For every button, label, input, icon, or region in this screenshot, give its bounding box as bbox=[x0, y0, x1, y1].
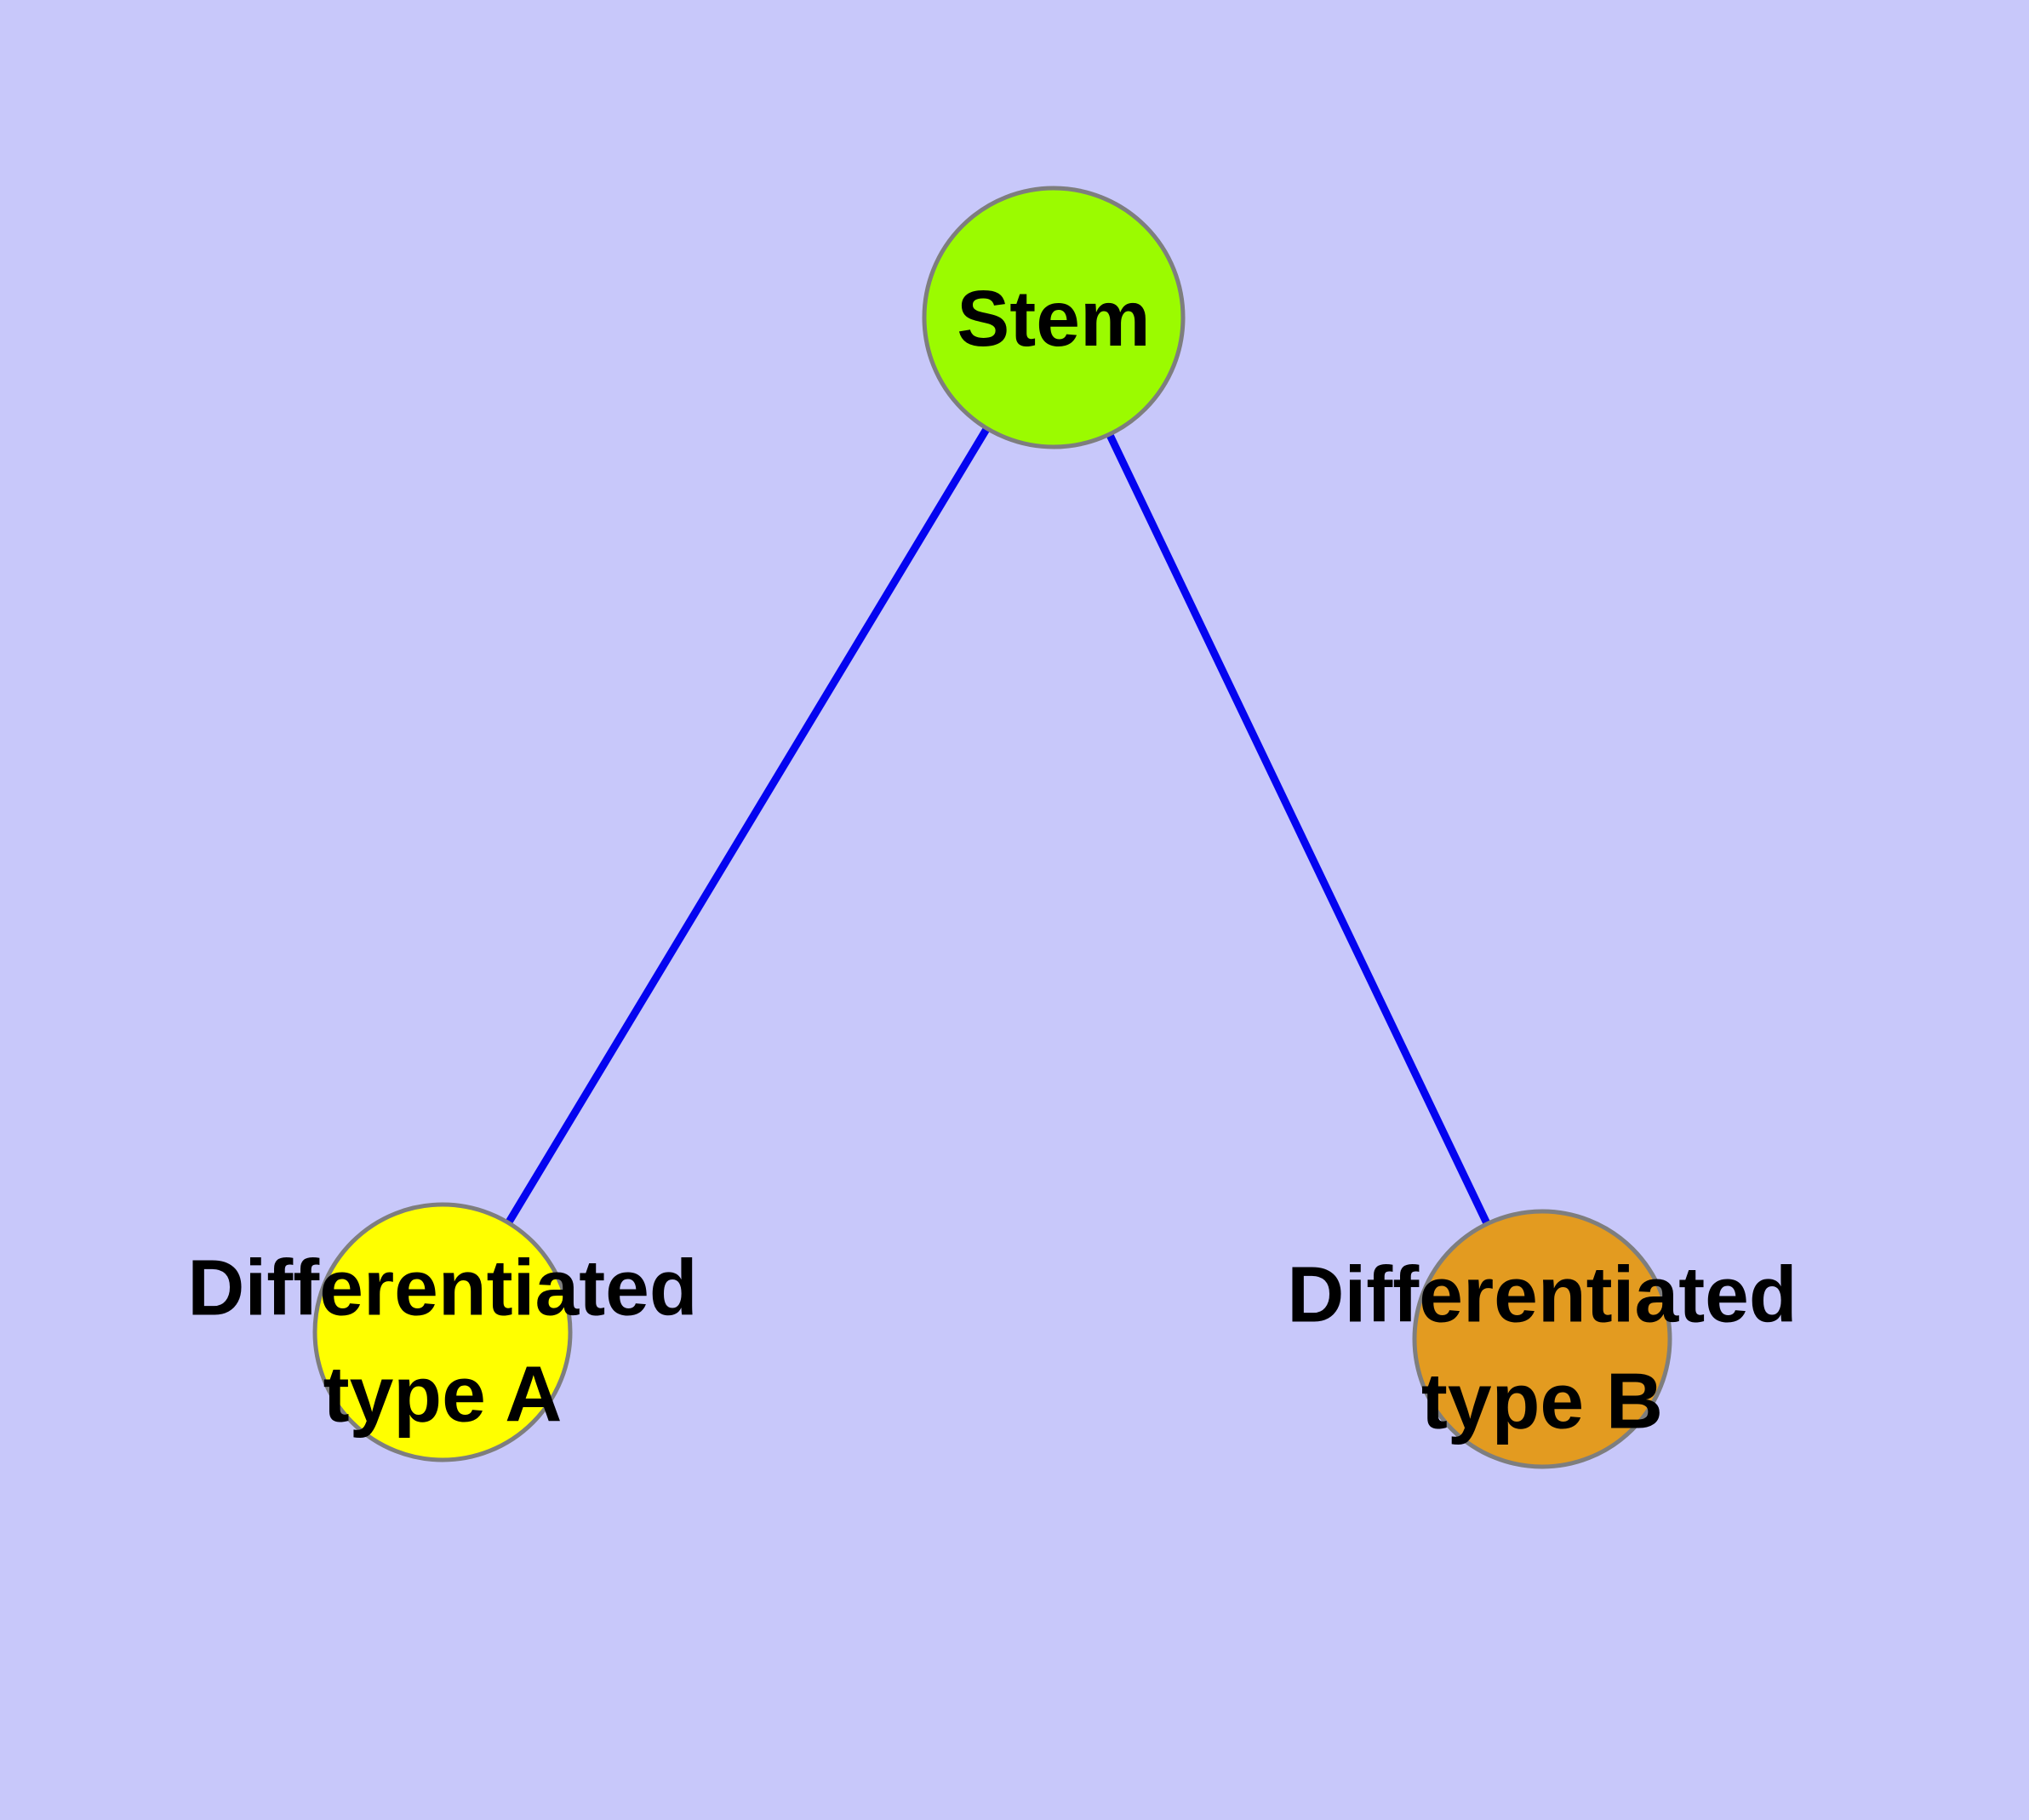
node-stem bbox=[922, 186, 1186, 449]
node-differentiated-type-a-label-line-1: Differentiated bbox=[187, 1244, 697, 1332]
node-differentiated-type-b-label-line-1: Differentiated bbox=[1287, 1251, 1797, 1339]
edge-stem-to-differentiated-type-a bbox=[439, 315, 1057, 1335]
edge-stem-to-differentiated-type-b bbox=[1049, 316, 1546, 1341]
node-differentiated-type-a bbox=[312, 1202, 573, 1462]
node-differentiated-type-b-label-line-2: type B bbox=[1421, 1357, 1663, 1445]
node-differentiated-type-a-label-line-2: type A bbox=[323, 1350, 563, 1439]
node-differentiated-type-b bbox=[1412, 1209, 1672, 1469]
node-stem-label-line-1: Stem bbox=[957, 274, 1150, 363]
